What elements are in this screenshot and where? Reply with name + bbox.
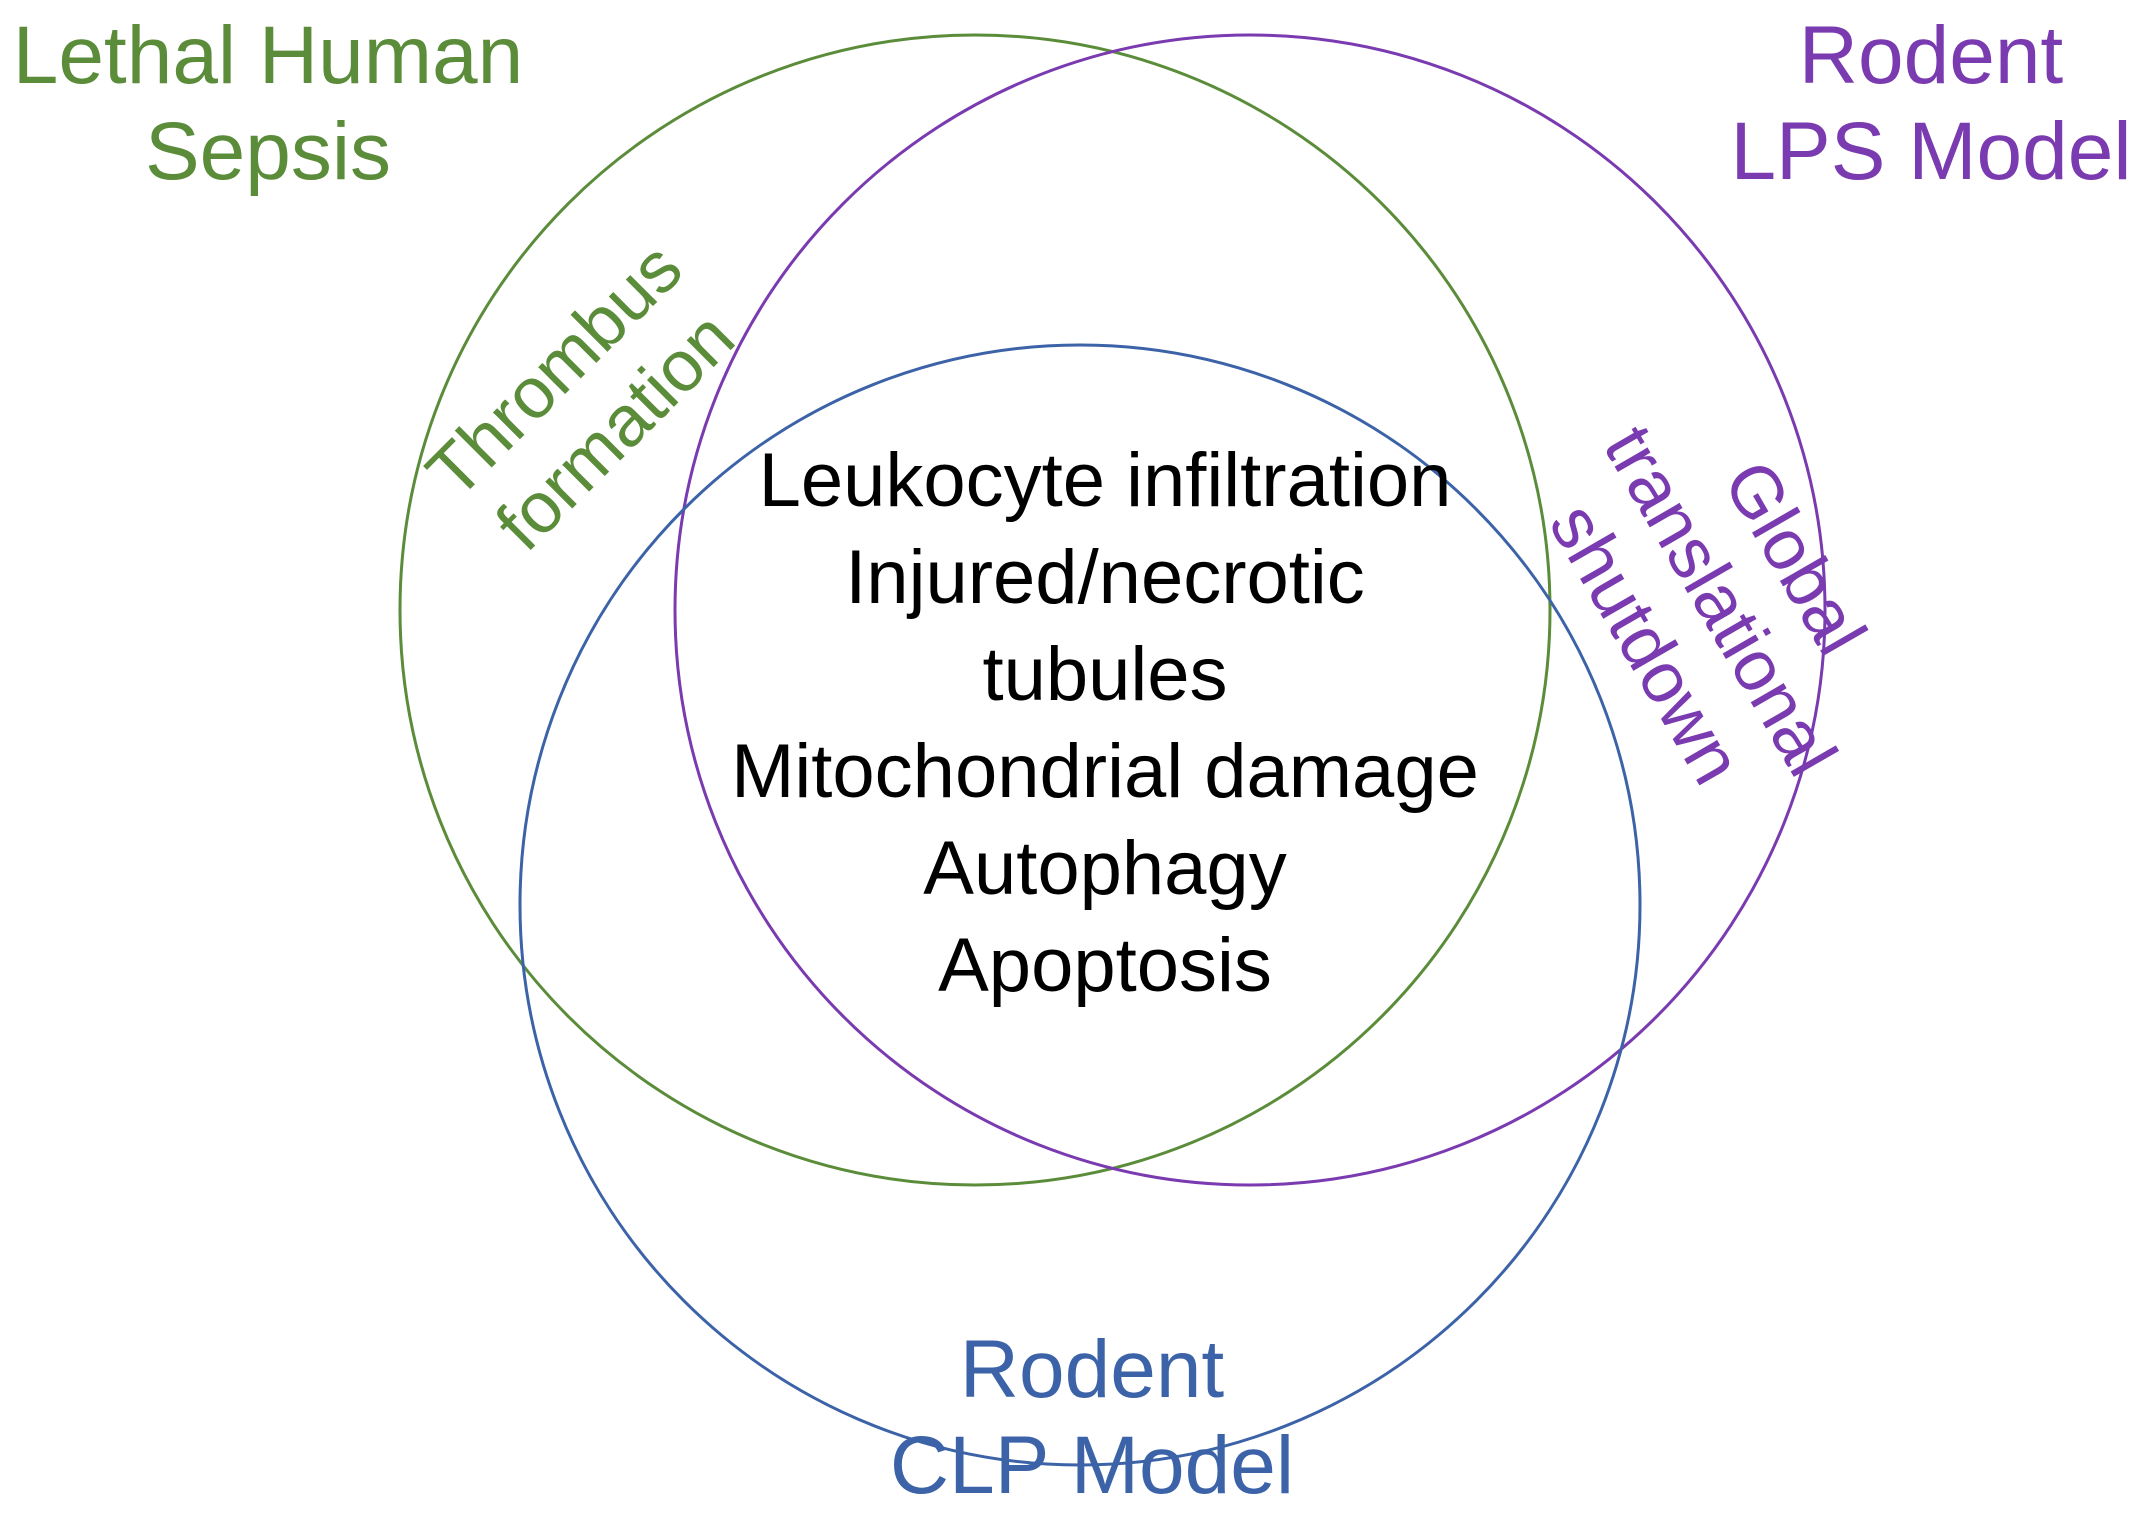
shared-feature-item: Mitochondrial damage [731, 729, 1479, 814]
set-label-lethal-human-sepsis: Lethal Human Sepsis [0, 8, 536, 200]
set-label-line: Rodent [959, 1324, 1225, 1415]
set-label-rodent-lps-model: Rodent LPS Model [1718, 8, 2144, 200]
set-label-rodent-clp-model: Rodent CLP Model [842, 1322, 1342, 1514]
set-label-line: Lethal Human [12, 10, 524, 101]
shared-feature-item: tubules [982, 632, 1228, 717]
shared-feature-item: Autophagy [923, 826, 1287, 911]
set-label-line: CLP Model [889, 1420, 1295, 1511]
set-label-line: Rodent [1798, 10, 2064, 101]
shared-feature-item: Injured/necrotic [845, 535, 1365, 620]
set-label-line: Sepsis [144, 106, 392, 197]
shared-feature-item: Leukocyte infiltration [758, 438, 1452, 523]
shared-feature-item: Apoptosis [938, 923, 1272, 1008]
set-label-line: LPS Model [1730, 106, 2132, 197]
circle-rodent-clp-model [518, 343, 1642, 1467]
shared-features-list: Leukocyte infiltration Injured/necrotic … [640, 432, 1570, 1014]
circle-rodent-lps-model [673, 33, 1827, 1187]
circle-lethal-human-sepsis [398, 33, 1552, 1187]
